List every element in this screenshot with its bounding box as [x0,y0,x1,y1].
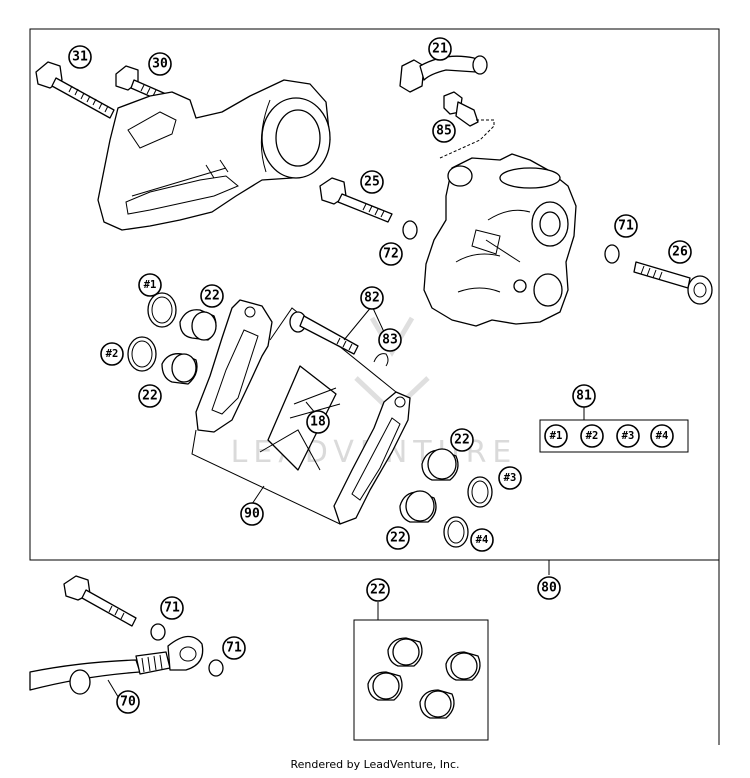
svg-text:22: 22 [370,583,386,598]
part-piston-22a [179,309,217,341]
callout-90: 90 [240,502,264,526]
svg-text:#4: #4 [476,534,489,546]
callout-18: 18 [306,410,330,434]
callout-71-lower-b: 71 [222,636,246,660]
callout-82: 82 [360,286,384,310]
callout-31: 31 [68,45,92,69]
svg-text:25: 25 [364,175,380,190]
callout-kit-seal-4: #4 [650,424,674,448]
callout-22-piston-b: 22 [138,384,162,408]
part-bolt-25 [319,177,393,223]
part-washer-72 [402,220,418,240]
svg-text:22: 22 [390,531,406,546]
svg-text:70: 70 [120,695,136,710]
part-bolt-31 [35,61,115,119]
part-brake-hose-70 [29,635,204,695]
svg-text:#1: #1 [144,279,157,291]
callout-21: 21 [428,37,452,61]
part-washer-71-lower-a [150,623,166,641]
svg-text:71: 71 [226,641,242,656]
svg-text:#2: #2 [106,348,119,360]
svg-text:85: 85 [436,124,452,139]
part-bleeder-cap-21 [399,55,488,93]
callout-seal-1: #1 [138,273,162,297]
svg-text:26: 26 [672,245,688,260]
callout-81: 81 [572,384,596,408]
part-washer-71 [604,244,620,264]
svg-text:21: 21 [432,42,448,57]
part-piston-22b [161,353,198,385]
callout-25: 25 [360,170,384,194]
piston-kit-box-22 [353,619,489,741]
callout-22-piston-c: 22 [450,428,474,452]
svg-text:80: 80 [541,581,557,596]
svg-text:22: 22 [204,289,220,304]
svg-text:71: 71 [164,601,180,616]
part-banjo-bolt [63,575,137,627]
svg-text:#4: #4 [656,430,669,442]
svg-text:#2: #2 [586,430,599,442]
part-caliper-bracket [97,79,331,231]
part-washer-71-lower-b [208,659,224,677]
pad-set-outline [191,307,397,525]
part-piston-22d [399,490,437,523]
part-pad-spring-18 [259,365,341,471]
svg-text:18: 18 [310,415,326,430]
callout-22-piston-d: 22 [386,526,410,550]
callout-30: 30 [148,52,172,76]
seal-kit-box-81 [539,419,689,453]
svg-text:22: 22 [142,389,158,404]
svg-text:71: 71 [618,219,634,234]
svg-text:83: 83 [382,333,398,348]
svg-text:#1: #1 [550,430,563,442]
callout-71-upper: 71 [614,214,638,238]
part-brake-pad-right [333,391,411,525]
part-bolt-26 [633,261,713,305]
part-caliper-housing [423,153,577,327]
leaders-82 [343,305,385,341]
svg-text:72: 72 [383,247,399,262]
callout-83: 83 [378,328,402,352]
callout-kit-seal-1: #1 [544,424,568,448]
svg-text:#3: #3 [504,472,517,484]
svg-text:90: 90 [244,507,260,522]
footer-credit: Rendered by LeadVenture, Inc. [290,758,460,771]
callout-kit-seal-2: #2 [580,424,604,448]
part-bleeder-valve-85 [439,91,495,159]
callout-seal-3: #3 [498,466,522,490]
svg-text:82: 82 [364,291,380,306]
part-brake-pad-left [195,299,273,433]
svg-text:22: 22 [454,433,470,448]
callout-80: 80 [537,576,561,600]
svg-text:81: 81 [576,389,592,404]
callout-71-lower-a: 71 [160,596,184,620]
leader-90 [251,485,265,505]
callout-seal-2: #2 [100,342,124,366]
part-clip-83 [373,353,389,367]
svg-text:#3: #3 [622,430,635,442]
part-pad-pin-82 [289,311,359,355]
callout-85: 85 [432,119,456,143]
part-piston-22c [421,448,459,481]
callout-22-kit: 22 [366,578,390,602]
svg-text:30: 30 [152,57,168,72]
callout-70: 70 [116,690,140,714]
callout-26: 26 [668,240,692,264]
callout-seal-4: #4 [470,528,494,552]
callout-72: 72 [379,242,403,266]
part-piston-kit [367,637,481,719]
svg-text:31: 31 [72,50,88,65]
callout-22-piston-a: 22 [200,284,224,308]
callout-kit-seal-3: #3 [616,424,640,448]
